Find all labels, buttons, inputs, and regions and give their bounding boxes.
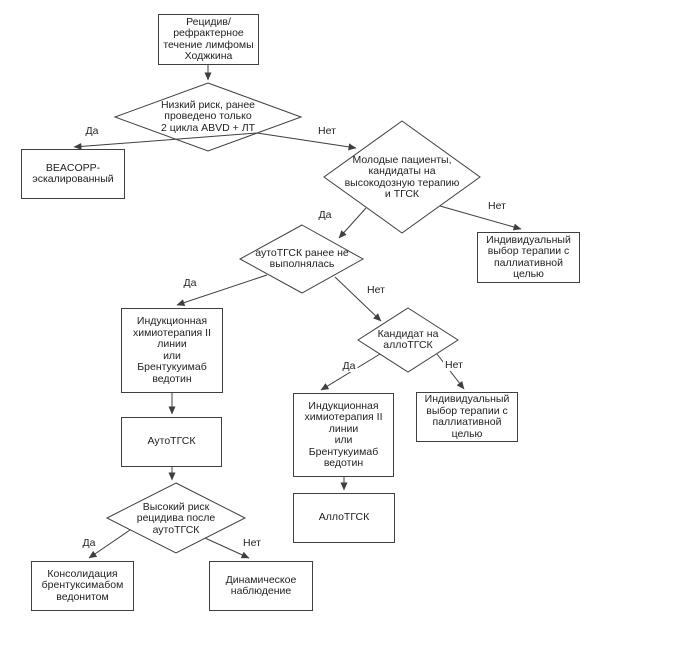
connector-lowrisk-yes-to-beacopp [73,132,258,150]
connector-autonotdone-yes-to-inductionleft [176,274,268,306]
node-auto-tgsk: АутоТГСК [121,417,222,467]
edge-label-no-youngcandidates: Нет [486,200,508,212]
node-relapse-refractory-hodgkin: Рецидив/ рефрактерное течение лимфомы Хо… [158,14,259,65]
diamond-young-candidates-shape [323,120,481,234]
diamond-auto-not-done-shape [238,224,365,294]
edge-label-yes-allocandidate: Да [340,360,358,372]
edge-label-no-lowrisk: Нет [316,125,338,137]
node-induction-chemo-right: Индукционная химиотерапия II линии или Б… [293,393,394,477]
connector-autonotdone-no-to-allocandidate [334,276,382,322]
edge-label-yes-lowrisk: Да [83,125,101,137]
connector-highrisk-yes-to-consolidation [88,529,131,559]
diamond-allo-candidate-shape [357,307,459,373]
edge-label-no-allocandidate: Нет [443,359,465,371]
edge-label-yes-autonotdone: Да [181,277,199,289]
node-consolidation-brentuximab: Консолидация брентуксимабом ведонитом [31,561,134,611]
diamond-low-risk-shape [113,82,303,152]
node-allo-tgsk: АллоТГСК [293,493,395,543]
connector-lowrisk-no-to-youngcandidates [256,132,357,151]
node-induction-chemo-left: Индукционная химиотерапия II линии или Б… [121,308,223,393]
node-beacopp-escalated: BEACOPP- эскалированный [21,149,125,199]
connector-highrisk-no-to-observation [204,537,250,559]
connector-youngcandidates-yes-to-autonotdone [338,207,367,239]
connector-allocandidate-no-to-individual2 [436,353,465,390]
node-individual-palliative-therapy-1: Индивидуальный выбор терапии с паллиатив… [477,232,580,283]
edge-label-no-highrisk: Нет [241,537,263,549]
connector-youngcandidates-no-to-individual1 [439,205,522,231]
edge-label-yes-youngcandidates: Да [316,209,334,221]
node-individual-palliative-therapy-2: Индивидуальный выбор терапии с паллиатив… [416,392,518,442]
edge-label-no-autonotdone: Нет [365,284,387,296]
node-dynamic-observation: Динамическое наблюдение [209,561,313,611]
connector-allocandidate-yes-to-inductionright [320,353,381,391]
edge-label-yes-highrisk: Да [80,537,98,549]
diamond-high-risk-relapse-shape [105,482,247,554]
